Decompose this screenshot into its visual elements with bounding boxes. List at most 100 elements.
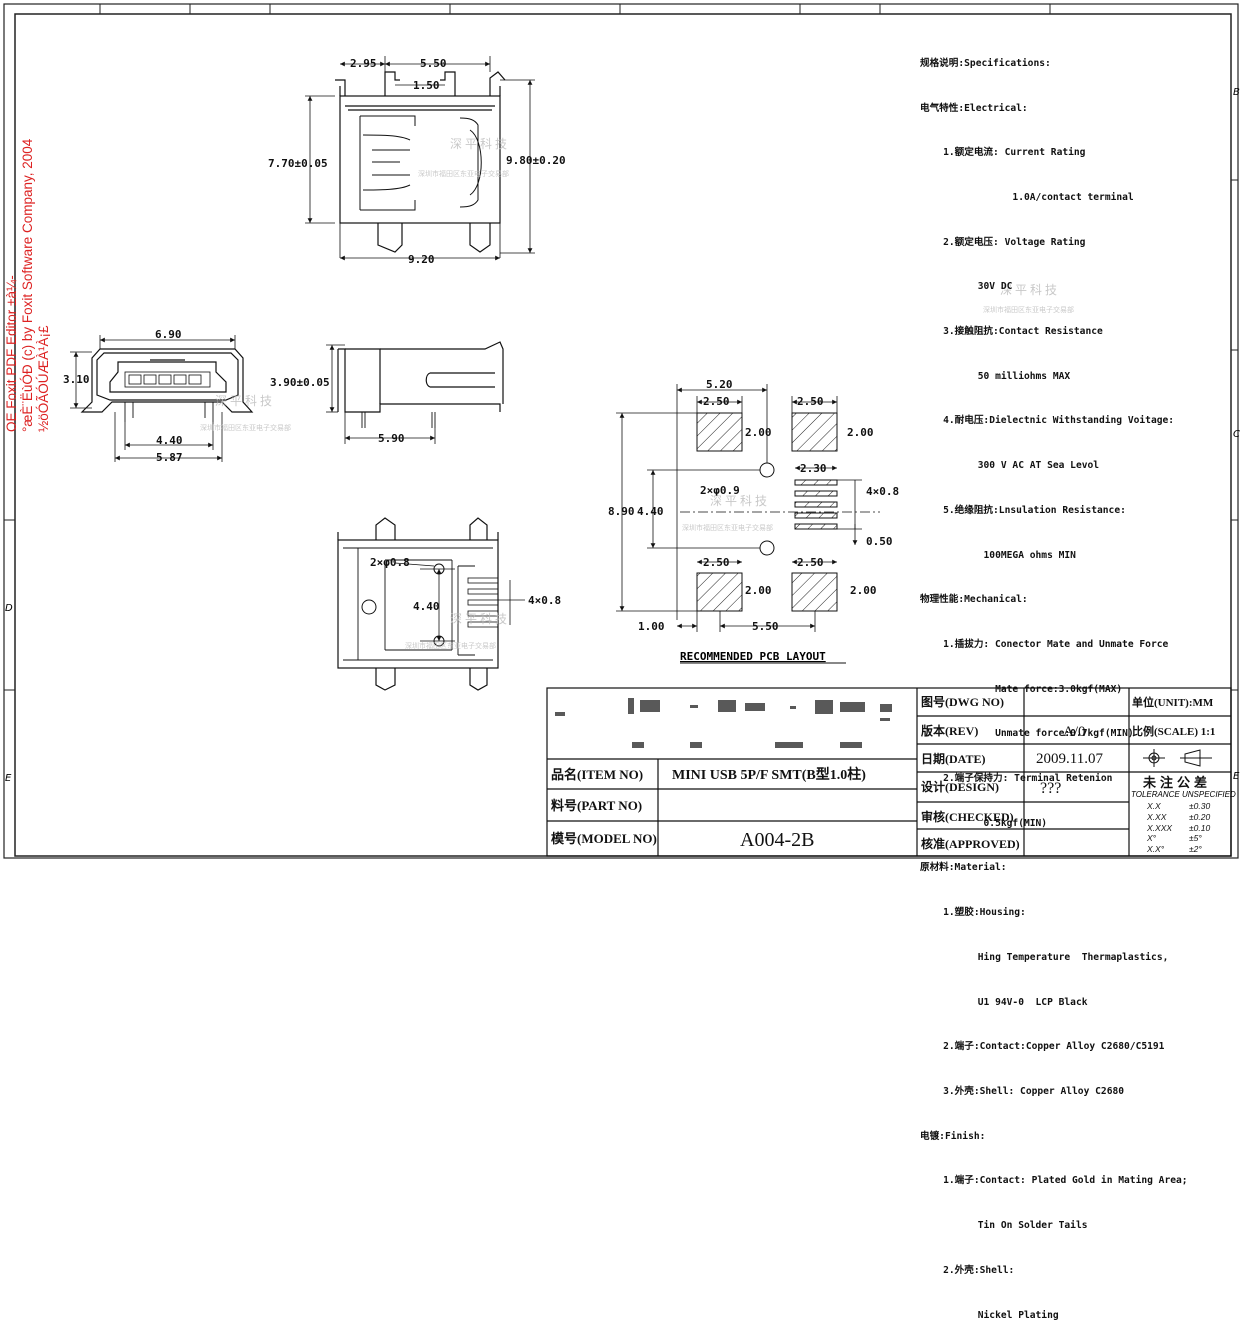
spec-line: 50 milliohms MAX — [920, 370, 1071, 382]
rev-value: A/0 — [1063, 724, 1086, 740]
pcb-dim-pad-h-tr: 2.00 — [847, 426, 874, 439]
spec-line: 规格说明:Specifications: — [920, 57, 1051, 69]
spec-line: 1.端子:Contact: Plated Gold in Mating Area… — [920, 1175, 1188, 1187]
pcb-dim-pins: 4×0.8 — [866, 485, 899, 498]
svg-text:½öÓÃÓÚÆÀ¹À¡£: ½öÓÃÓÚÆÀ¹À¡£ — [36, 325, 51, 432]
pcb-dim-pad-w-tl: 2.50 — [703, 395, 730, 408]
zone-label-e: E — [5, 773, 12, 784]
bottom-view-dims — [394, 562, 525, 642]
spec-line: 30V DC — [920, 281, 1013, 293]
side-view — [337, 341, 504, 428]
spec-line: 3.接触阻抗:Contact Resistance — [920, 326, 1103, 338]
top-dim-height: 7.70±0.05 — [268, 157, 328, 170]
front-view — [80, 348, 254, 422]
pcb-dim-pad-h-tl: 2.00 — [745, 426, 772, 439]
svg-text:±2°: ±2° — [1189, 844, 1202, 854]
bottom-view — [337, 517, 499, 691]
zone-label-e-right: E — [1233, 771, 1240, 782]
tolerance-subtitle: TOLERANCE UNSPECIFIED — [1131, 790, 1236, 799]
svg-text:°æÈ¨ËùÓÐ (c) by Foxit Software: °æÈ¨ËùÓÐ (c) by Foxit Software Company, … — [20, 138, 35, 432]
pcb-layout-title: RECOMMENDED PCB LAYOUT — [680, 650, 826, 663]
company-name-blurred — [555, 698, 892, 748]
svg-text:X°: X° — [1146, 833, 1157, 843]
pcb-dim-pin-w: 2.30 — [800, 462, 827, 475]
spec-line: 100MEGA ohms MIN — [920, 549, 1076, 561]
front-dim-b2: 5.87 — [156, 451, 183, 464]
spec-line: 电气特性:Electrical: — [920, 102, 1028, 114]
outer-border — [3, 3, 1239, 859]
top-view-dims — [307, 56, 533, 261]
spec-line: Hing Temperature Thermaplastics, — [920, 951, 1169, 963]
pcb-dim-pin-pitch: 0.50 — [866, 535, 893, 548]
logo-watermark: 深平科技 深圳市福田区东亚电子交易部 深平科技 深圳市福田区东亚电子交易部 深平… — [200, 137, 1074, 650]
svg-text:OE Foxit PDF Editor ±à¼-: OE Foxit PDF Editor ±à¼- — [4, 275, 19, 432]
spec-line: 0.5kgf(MIN) — [920, 817, 1048, 829]
svg-text:深圳市福田区东亚电子交易部: 深圳市福田区东亚电子交易部 — [682, 523, 773, 532]
specifications-block: 规格说明:Specifications: 电气特性:Electrical: 1.… — [920, 27, 1240, 1338]
drawing-sheet: D E B C E OE Foxit PDF Editor ±à¼- °æÈ¨Ë… — [3, 3, 1240, 859]
pcb-dim-pad-w-br: 2.50 — [797, 556, 824, 569]
svg-text:±5°: ±5° — [1189, 833, 1202, 843]
spec-line: 5.绝缘阻抗:Lnsulation Resistance: — [920, 504, 1126, 516]
front-view-dims — [70, 335, 236, 462]
spec-line: 物理性能:Mechanical: — [920, 594, 1028, 606]
front-dim-b1: 4.40 — [156, 434, 183, 447]
top-dim-a: 2.95 — [350, 57, 377, 70]
foxit-watermark: OE Foxit PDF Editor ±à¼- °æÈ¨ËùÓÐ (c) by… — [4, 138, 51, 432]
spec-line: 2.外壳:Shell: — [920, 1264, 1015, 1276]
spec-line: Nickel Plating — [920, 1309, 1059, 1321]
svg-text:X.X: X.X — [1146, 801, 1161, 811]
zone-label-d: D — [5, 603, 13, 614]
pcb-layout-dims — [616, 384, 862, 632]
spec-line: U1 94V-0 LCP Black — [920, 996, 1088, 1008]
bottom-dim-pins: 4×0.8 — [528, 594, 561, 607]
svg-text:深平科技: 深平科技 — [1000, 283, 1060, 297]
model-label: 模号(MODEL NO) — [551, 831, 657, 846]
spec-line: 1.插拔力: Conector Mate and Unmate Force — [920, 638, 1169, 650]
pcb-dim-pad-w-bl: 2.50 — [703, 556, 730, 569]
pcb-dim-w-total: 5.20 — [706, 378, 733, 391]
tolerance-title: 未注公差 — [1142, 775, 1211, 790]
spec-line: Unmate force:0.7kgf(MIN) — [920, 728, 1134, 740]
spec-line: 1.塑胶:Housing: — [920, 907, 1026, 919]
bottom-dim-pitch: 4.40 — [413, 600, 440, 613]
svg-text:±0.30: ±0.30 — [1189, 801, 1210, 811]
checked-label: 审核(CHECKED) — [921, 809, 1014, 824]
unit-label: 单位(UNIT):MM — [1132, 695, 1214, 709]
svg-text:X.XX: X.XX — [1146, 812, 1167, 822]
spec-line: 1.额定电流: Current Rating — [920, 147, 1086, 159]
side-view-dims — [326, 344, 436, 444]
svg-text:深平科技: 深平科技 — [450, 137, 510, 151]
tolerance-table: X.X±0.30 X.XX±0.20 X.XXX±0.10 X°±5° X.X°… — [1146, 801, 1210, 854]
zone-label-c-right: C — [1233, 429, 1240, 440]
pcb-dim-x-offset: 1.00 — [638, 620, 665, 633]
zone-label-b-right: B — [1233, 87, 1240, 98]
spec-line: 2.额定电压: Voltage Rating — [920, 236, 1086, 248]
pcb-dim-pad-h-bl: 2.00 — [745, 584, 772, 597]
svg-text:±0.10: ±0.10 — [1189, 823, 1210, 833]
top-view — [305, 71, 535, 258]
model-value: A004-2B — [740, 829, 814, 851]
rev-label: 版本(REV) — [921, 723, 978, 738]
spec-line: 1.0A/contact terminal — [920, 191, 1134, 203]
front-dim-top: 6.90 — [155, 328, 182, 341]
date-label: 日期(DATE) — [921, 751, 985, 766]
svg-text:±0.20: ±0.20 — [1189, 812, 1210, 822]
svg-text:深圳市福田区东亚电子交易部: 深圳市福田区东亚电子交易部 — [983, 305, 1074, 314]
dwg-label: 图号(DWG NO) — [921, 694, 1004, 709]
spec-line: 3.外壳:Shell: Copper Alloy C2680 — [920, 1085, 1125, 1097]
svg-text:X.X°: X.X° — [1146, 844, 1165, 854]
bottom-dim-hole: 2×φ0.8 — [370, 556, 410, 569]
spec-line: 2.端子保持力: Terminal Retenion — [920, 773, 1113, 785]
pcb-layout — [680, 412, 880, 612]
item-value: MINI USB 5P/F SMT(B型1.0柱) — [672, 766, 866, 783]
design-label: 设计(DESIGN) — [921, 779, 999, 794]
spec-line: 300 V AC AT Sea Levol — [920, 460, 1100, 472]
scale-label: 比例(SCALE) 1:1 — [1132, 724, 1215, 738]
third-angle-projection-icon — [1143, 749, 1212, 767]
date-value: 2009.11.07 — [1036, 751, 1103, 767]
pcb-dim-x-span: 5.50 — [752, 620, 779, 633]
pcb-dim-pad-w-tr: 2.50 — [797, 395, 824, 408]
top-dim-right: 9.80±0.20 — [506, 154, 566, 167]
design-value: ??? — [1040, 780, 1061, 797]
